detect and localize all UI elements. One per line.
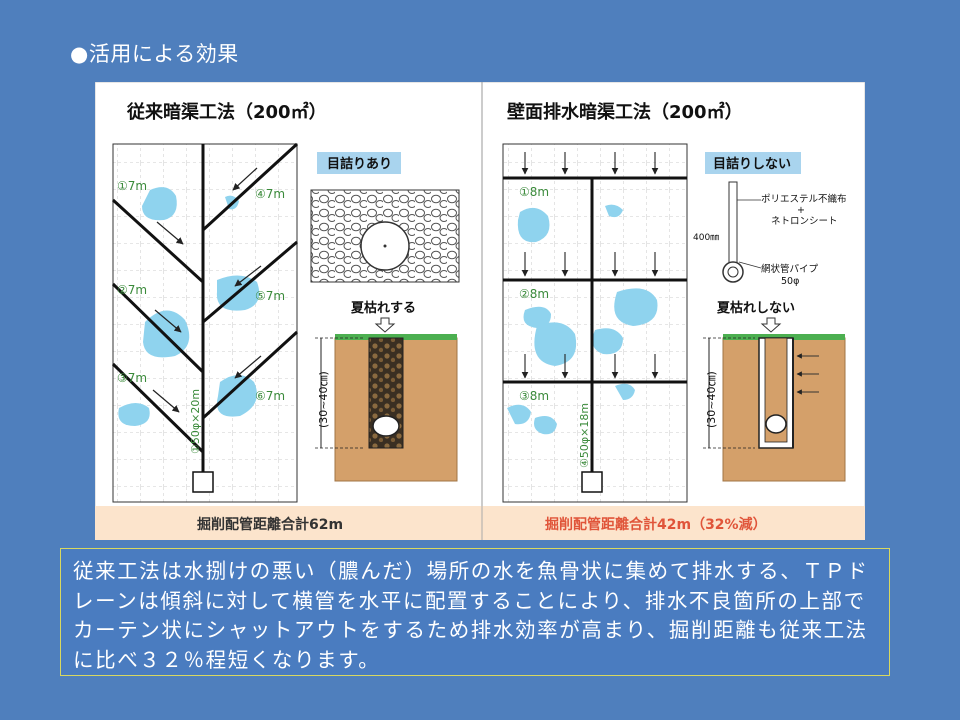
right-branch-label: ①8m [519,185,549,199]
water-patch [534,322,577,366]
water-patch [507,404,531,425]
water-patch [517,207,550,243]
left-heading: 従来暗渠工法（200㎡） [126,101,327,123]
right-branch-label: ③8m [519,389,549,403]
material-plus-label: + [797,205,805,216]
slide-title: ●活用による効果 [70,42,239,66]
left-soil-section: (30~40㎝) [315,334,458,482]
left-branch-label: ①7m [117,179,147,193]
water-patch [605,204,623,218]
water-patch [592,328,623,355]
water-patch [614,288,658,326]
right-depth-label: (30~40㎝) [705,371,718,428]
material-1-label: ポリエステル不織布 [761,193,847,205]
caption-box: 従来工法は水捌けの悪い（膿んだ）場所の水を魚骨状に集めて排水する、ＴＰドレーンは… [60,548,890,676]
left-branch-label: ⑤7m [255,289,285,303]
right-pipe-label: ④50φ×18m [578,403,591,468]
left-branch-label: ③7m [117,371,147,385]
water-patch [118,403,150,426]
right-branch-label: ②8m [519,287,549,301]
left-branch-label: ④7m [255,187,285,201]
down-arrow-icon [760,317,782,333]
left-field-plan: ①7m ②7m ③7m ④7m ⑤7m ⑥7m ①50φ×20m [111,142,299,503]
left-summer-label: 夏枯れする [350,300,416,316]
left-pipe-label: ①50φ×20m [189,389,202,454]
left-total: 掘削配管距離合計62m [197,516,343,533]
totals-bar [95,506,865,540]
left-note-text: 目詰りあり [327,156,392,172]
water-patch [534,416,557,435]
water-patch [142,187,177,221]
right-field-plan: ①8m ②8m ③8m ④50φ×18m [502,143,688,503]
left-depth-label: (30~40㎝) [317,371,330,428]
right-note-text: 目詰りしない [713,156,791,172]
pipe-type-label: 網状管パイプ [761,263,819,275]
material-2-label: ネトロンシート [771,216,838,227]
water-patch [523,306,551,328]
pipe-size-label: 50φ [781,276,799,287]
right-note-box [705,152,801,174]
right-heading: 壁面排水暗渠工法（200㎡） [507,101,743,123]
wall-drain-detail: ポリエステル不織布 + ネトロンシート 400㎜ 網状管パイプ 50φ [693,181,847,287]
right-total: 掘削配管距離合計42m（32%減） [545,516,767,533]
right-soil-section: (30~40㎝) [703,334,846,482]
caption-text: 従来工法は水捌けの悪い（膿んだ）場所の水を魚骨状に集めて排水する、ＴＰドレーンは… [73,559,869,672]
down-arrow-icon [374,317,396,333]
left-branch-label: ⑥7m [255,389,285,403]
left-branch-label: ②7m [117,283,147,297]
drainage-comparison-figure: 従来暗渠工法（200㎡） 壁面排水暗渠工法（200㎡） [95,82,865,540]
right-summer-label: 夏枯れしない [716,300,795,316]
figure-canvas: 従来暗渠工法（200㎡） 壁面排水暗渠工法（200㎡） [95,82,865,540]
water-patch [615,383,635,400]
left-note-box [317,152,401,174]
water-patch [216,375,257,417]
height-label: 400㎜ [693,233,719,243]
